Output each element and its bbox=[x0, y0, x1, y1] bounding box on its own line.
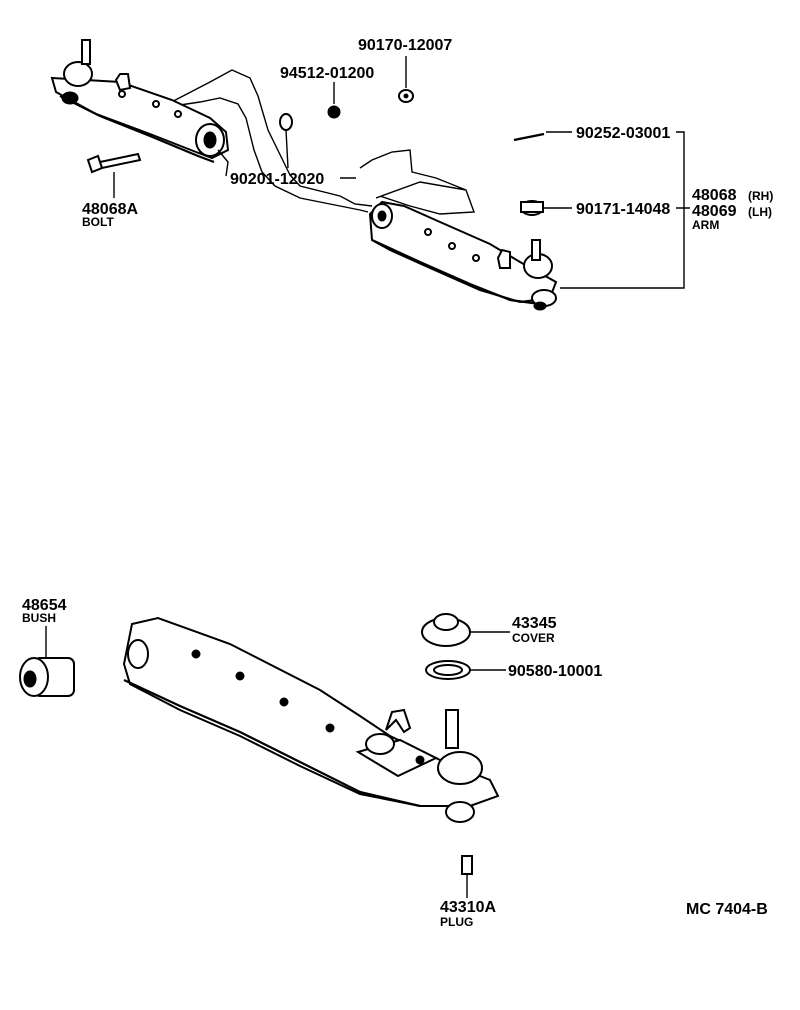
right-arm-hole bbox=[448, 242, 456, 250]
label-90201: 90201-12020 bbox=[230, 171, 324, 188]
label-43310a: 43310A bbox=[440, 899, 496, 916]
grease-fitting-90252-icon bbox=[513, 132, 545, 142]
right-ball-stud bbox=[531, 239, 541, 261]
label-48654-name: BUSH bbox=[22, 611, 56, 625]
left-arm-hole bbox=[174, 110, 182, 118]
top-assembly bbox=[50, 39, 690, 311]
bottom-assembly bbox=[19, 613, 510, 898]
label-43345: 43345 bbox=[512, 615, 557, 632]
frame-outline bbox=[159, 69, 475, 215]
right-arm-bushing-hole bbox=[377, 210, 387, 222]
large-arm-boss bbox=[365, 733, 395, 755]
label-48068a: 48068A bbox=[82, 201, 138, 218]
right-arm-hole bbox=[424, 228, 432, 236]
left-arm-hole bbox=[118, 90, 126, 98]
label-48654: 48654 bbox=[22, 597, 67, 614]
large-arm-bracket bbox=[385, 708, 412, 734]
cover-43345-top bbox=[433, 613, 459, 631]
label-48068a-name: BOLT bbox=[82, 215, 114, 229]
right-stabilizer-bracket bbox=[496, 248, 511, 269]
diagram-code: MC 7404-B bbox=[686, 901, 768, 918]
right-ball-boot-bottom bbox=[533, 301, 547, 311]
label-48069: 48069 bbox=[692, 203, 737, 220]
left-arm-bushing-hole bbox=[203, 131, 217, 149]
large-ball-stud bbox=[445, 709, 459, 749]
label-90580: 90580-10001 bbox=[508, 663, 602, 680]
left-arm-underside bbox=[59, 95, 215, 164]
label-48068-side: (RH) bbox=[748, 189, 773, 203]
label-90170: 90170-12007 bbox=[358, 37, 452, 54]
nut-90171-body bbox=[520, 201, 544, 213]
washer-90201-icon bbox=[279, 113, 293, 131]
label-48069-side: (LH) bbox=[748, 205, 772, 219]
large-arm-hole bbox=[235, 671, 245, 681]
large-arm-eye bbox=[127, 639, 149, 669]
large-arm-hole bbox=[191, 649, 201, 659]
nut-90170-hole bbox=[403, 93, 409, 99]
label-48068: 48068 bbox=[692, 187, 737, 204]
right-arm-body bbox=[368, 200, 558, 304]
label-43345-name: COVER bbox=[512, 631, 555, 645]
left-stabilizer-bracket bbox=[114, 73, 132, 92]
left-ball-joint bbox=[63, 61, 93, 87]
right-arm-hole bbox=[472, 254, 480, 262]
label-90252: 90252-03001 bbox=[576, 125, 670, 142]
label-43310a-name: PLUG bbox=[440, 915, 473, 929]
bolt-48068a-icon bbox=[86, 152, 142, 174]
plug-43310a-icon bbox=[461, 855, 473, 875]
label-94512: 94512-01200 bbox=[280, 65, 374, 82]
large-arm-hole bbox=[325, 723, 335, 733]
large-arm-underside bbox=[123, 679, 421, 808]
bush-48654-hole bbox=[23, 670, 37, 688]
right-arm-underside bbox=[371, 239, 541, 306]
label-90171: 90171-14048 bbox=[576, 201, 670, 218]
large-ball-joint bbox=[437, 751, 483, 785]
left-arm-hole bbox=[152, 100, 160, 108]
left-ball-boot bbox=[61, 91, 79, 105]
left-ball-stud bbox=[81, 39, 91, 65]
large-arm-hole bbox=[279, 697, 289, 707]
nut-94512-icon bbox=[327, 105, 341, 119]
label-arm-name: ARM bbox=[692, 218, 719, 232]
large-ball-joint-base bbox=[445, 801, 475, 823]
large-arm-plate-hole bbox=[415, 755, 425, 765]
leader-arm-bracket bbox=[560, 131, 690, 289]
leader-90201 bbox=[217, 129, 356, 179]
clip-90580-inner bbox=[433, 664, 463, 676]
